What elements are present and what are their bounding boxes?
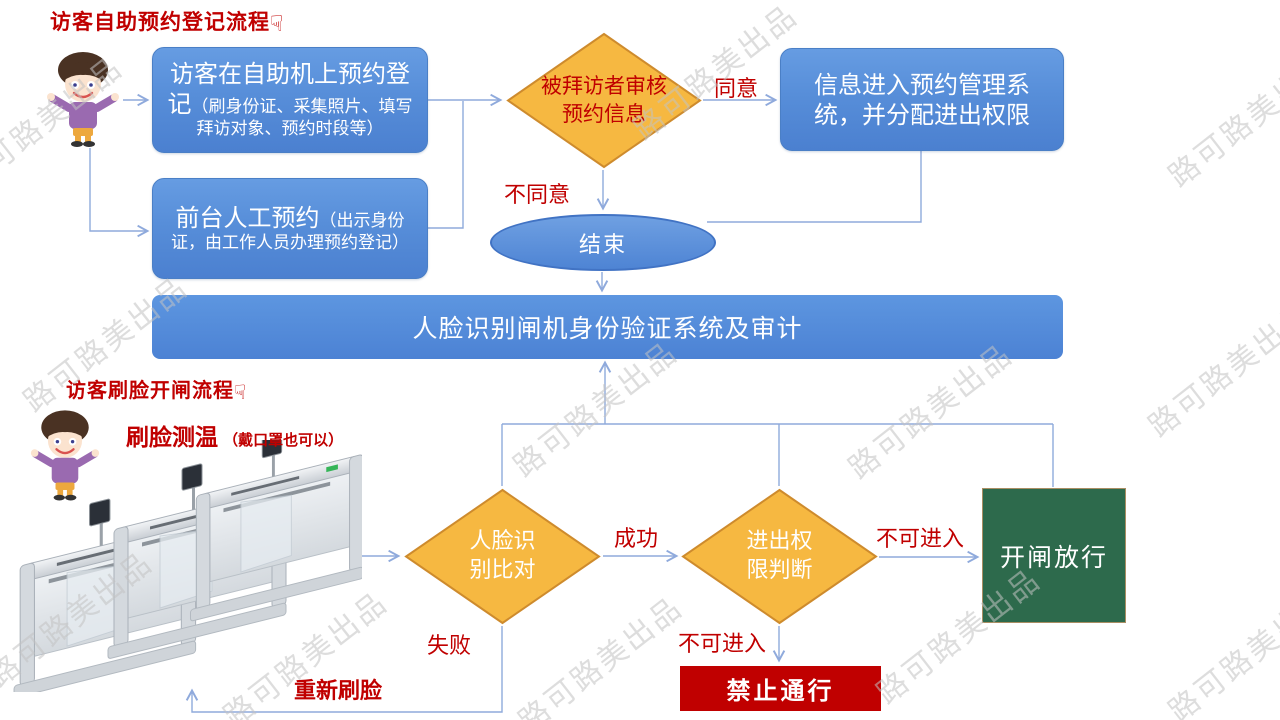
section2-title: 访客刷脸开闸流程☟: [66, 374, 247, 404]
face-recognition-diamond: 人脸识别比对: [404, 488, 601, 625]
diamond-shape: [404, 488, 601, 625]
review-diamond-label: 被拜访者审核预约信息: [541, 74, 667, 126]
success-label: 成功: [614, 527, 659, 552]
self-service-registration-box: 访客在自助机上预约登记（刷身份证、采集照片、填写拜访对象、预约时段等）: [152, 47, 428, 153]
face-temp-subtitle-main: 刷脸测温: [126, 425, 218, 451]
no-entry-label-bottom: 不可进入: [678, 632, 767, 657]
open-gate-box-text: 开闸放行: [999, 542, 1108, 572]
pointing-hand-icon: ☟: [270, 12, 285, 37]
section2-title-text: 访客刷脸开闸流程: [66, 378, 234, 402]
end-terminator: 结束: [490, 214, 716, 271]
no-entry-label-right: 不可进入: [876, 527, 965, 552]
self-service-box-note: （刷身份证、采集照片、填写拜访对象、预约时段等）: [191, 97, 413, 140]
diamond-shape: [506, 32, 702, 169]
pointing-hand-icon-2: ☟: [234, 380, 248, 404]
self-service-box-main: 访客在自助机上预约登记: [167, 60, 411, 119]
review-decision-diamond: 被拜访者审核预约信息: [506, 32, 702, 169]
end-terminator-label: 结束: [578, 232, 627, 258]
front-desk-box-main: 前台人工预约: [175, 203, 320, 232]
reservation-system-box-text: 信息进入预约管理系统，并分配进出权限: [814, 70, 1030, 129]
access-permission-diamond-label: 进出权限判断: [746, 528, 813, 583]
visitor-avatar: [47, 52, 119, 147]
section1-title-text: 访客自助预约登记流程: [50, 10, 270, 34]
front-desk-reservation-box: 前台人工预约（出示身份证，由工作人员办理预约登记）: [152, 178, 428, 279]
gate-verification-bar-text: 人脸识别闸机身份验证系统及审计: [412, 314, 803, 343]
diamond-shape: [681, 488, 878, 625]
face-temp-subtitle: 刷脸测温 （戴口罩也可以）: [126, 418, 343, 452]
turnstile-gate-image: [13, 440, 362, 692]
gate-verification-bar: 人脸识别闸机身份验证系统及审计: [152, 295, 1063, 359]
retry-face-label: 重新刷脸: [294, 679, 383, 704]
access-permission-diamond: 进出权限判断: [681, 488, 878, 625]
disagree-label: 不同意: [504, 183, 571, 208]
open-gate-box: 开闸放行: [982, 488, 1126, 623]
reservation-system-box: 信息进入预约管理系统，并分配进出权限: [780, 48, 1064, 151]
visitor-avatar-2: [30, 410, 100, 501]
agree-label: 同意: [714, 77, 759, 102]
fail-label: 失败: [427, 634, 472, 659]
face-temp-subtitle-note: （戴口罩也可以）: [223, 431, 344, 449]
section1-title: 访客自助预约登记流程☟: [50, 6, 284, 37]
deny-passage-box: 禁止通行: [680, 666, 881, 711]
front-desk-box-note: （出示身份证，由工作人员办理预约登记）: [171, 210, 409, 253]
face-recognition-diamond-label: 人脸识别比对: [469, 528, 536, 583]
deny-passage-box-text: 禁止通行: [726, 677, 835, 705]
